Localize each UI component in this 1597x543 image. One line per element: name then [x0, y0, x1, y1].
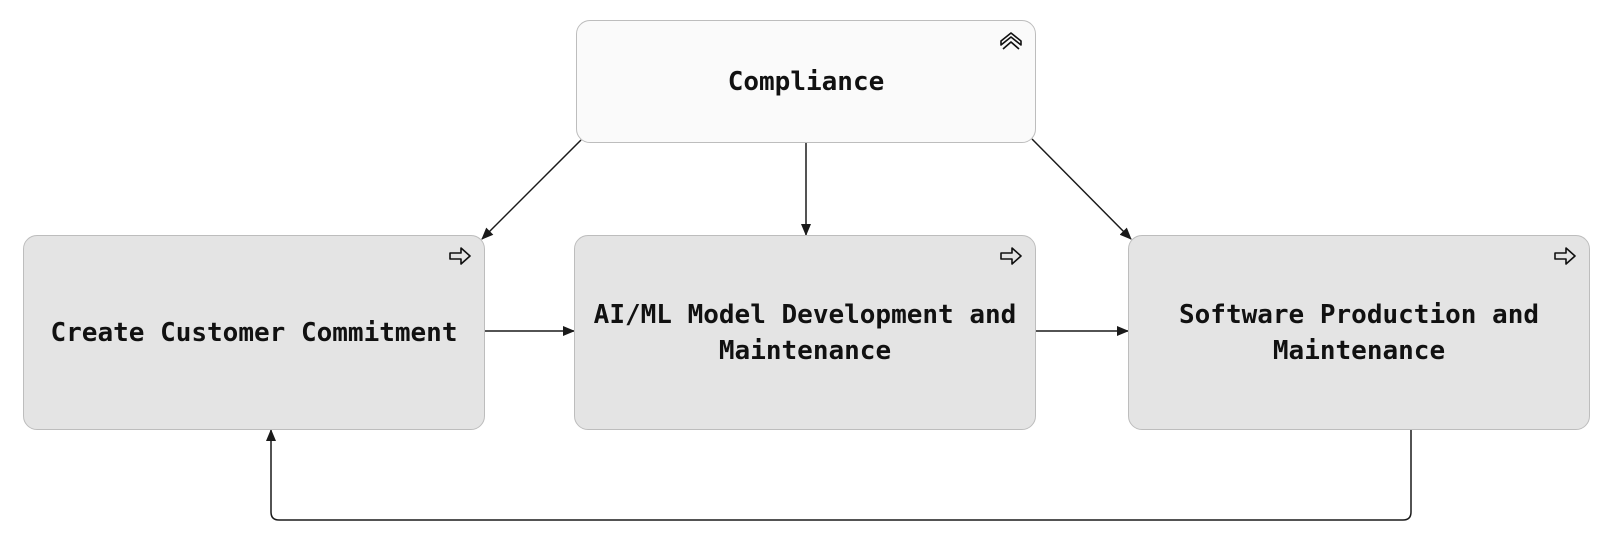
compliance-node[interactable]: Compliance — [576, 20, 1036, 143]
edge-software-to-create — [266, 429, 1412, 521]
arrow-right-icon — [449, 247, 471, 265]
compliance-label: Compliance — [727, 66, 885, 97]
edge-compliance-to-software — [1031, 138, 1132, 240]
arrow-right-icon — [1554, 247, 1576, 265]
aiml-model-development-label: AI/ML Model Development and Maintenance — [593, 299, 1017, 366]
arrow-right-icon — [1000, 247, 1022, 265]
create-customer-commitment-node[interactable]: Create Customer Commitment — [23, 235, 485, 430]
software-production-node[interactable]: Software Production and Maintenance — [1128, 235, 1590, 430]
aiml-model-development-node[interactable]: AI/ML Model Development and Maintenance — [574, 235, 1036, 430]
edge-compliance-to-create — [481, 139, 582, 240]
create-customer-commitment-label: Create Customer Commitment — [50, 317, 458, 348]
software-production-label: Software Production and Maintenance — [1178, 299, 1540, 366]
chevron-up-icon — [1000, 32, 1022, 50]
